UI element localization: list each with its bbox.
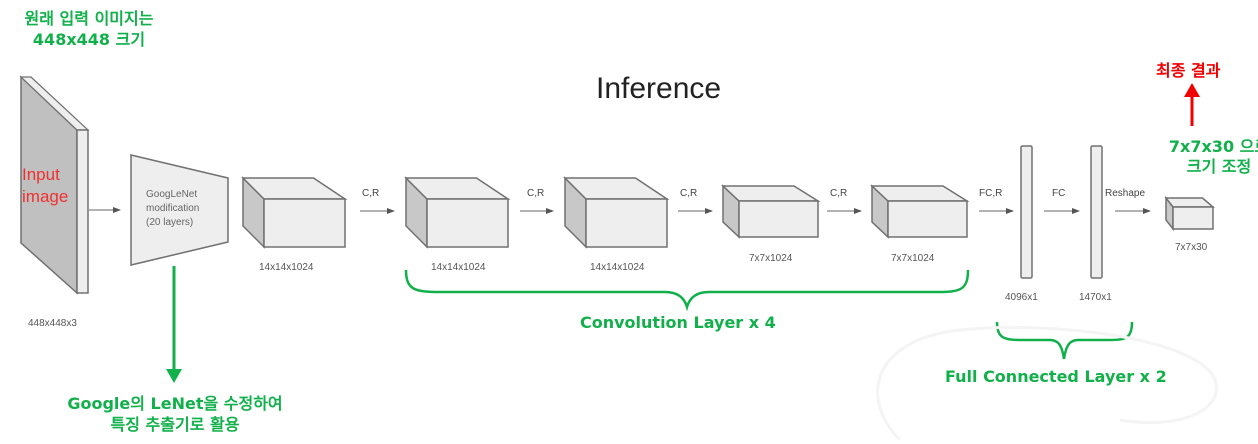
fc-group-brace (995, 321, 1134, 360)
box-feat (241, 176, 348, 249)
box-out (1164, 195, 1216, 232)
layer-dims-conv2: 14x14x1024 (590, 262, 645, 273)
final-result-label: 최종 결과 (1156, 61, 1221, 80)
op-label-5: FC,R (979, 188, 1003, 199)
box-conv4 (870, 184, 970, 239)
input-size-note-line2: 448x448 크기 (32, 30, 146, 49)
watermark (876, 325, 1218, 442)
fc2-layer-bar (1090, 145, 1103, 279)
fc1-layer-bar (1020, 145, 1033, 279)
layer-dims-feat: 14x14x1024 (259, 262, 314, 273)
input-image-label-line1: Input (22, 165, 60, 184)
reshape-note-line2: 크기 조정 (1186, 157, 1252, 176)
op-label-7: Reshape (1105, 188, 1146, 199)
box-conv2 (563, 176, 670, 249)
fc-group-label: Full Connected Layer x 2 (945, 367, 1167, 386)
layer-dims-fc1: 4096x1 (1005, 292, 1038, 303)
op-label-4: C,R (830, 188, 848, 199)
googlenet-note-line2: 특징 추출기로 활용 (110, 415, 240, 434)
box-conv3 (721, 184, 821, 239)
reshape-note-line1: 7x7x30 으로 (1168, 137, 1258, 156)
input-image-label: Input image (22, 164, 68, 208)
box-conv1 (404, 176, 511, 249)
layer-dims-conv1: 14x14x1024 (431, 262, 486, 273)
layer-dims-conv4: 7x7x1024 (891, 253, 935, 264)
googlenet-note: Google의 LeNet을 수정하여 특징 추출기로 활용 (40, 393, 310, 435)
layer-dims-fc2: 1470x1 (1079, 292, 1112, 303)
input-image-block (19, 75, 90, 295)
input-image-label-line2: image (22, 187, 69, 206)
googlenet-label: GoogLeNet modification (20 layers) (146, 188, 199, 230)
op-label-1: C,R (362, 188, 380, 199)
reshape-note: 7x7x30 으로 크기 조정 (1163, 137, 1258, 177)
input-size-note: 원래 입력 이미지는 448x448 크기 (18, 8, 160, 50)
op-label-3: C,R (680, 188, 698, 199)
googlenet-note-line1: Google의 LeNet을 수정하여 (67, 394, 283, 413)
googlenet-label-line2: modification (146, 203, 200, 214)
conv-group-label: Convolution Layer x 4 (580, 313, 776, 332)
diagram-title: Inference (596, 72, 722, 105)
final-result-arrow (1184, 83, 1200, 126)
conv-group-brace (404, 269, 970, 312)
op-label-6: FC (1052, 188, 1066, 199)
googlenet-block (130, 154, 229, 266)
googlenet-annotation-arrow (166, 266, 182, 383)
googlenet-label-line1: GoogLeNet (146, 189, 198, 200)
googlenet-label-line3: (20 layers) (146, 217, 194, 228)
input-dims: 448x448x3 (28, 318, 77, 329)
op-label-2: C,R (527, 188, 545, 199)
input-size-note-line1: 원래 입력 이미지는 (24, 9, 154, 28)
layer-dims-out: 7x7x30 (1175, 242, 1208, 253)
layer-dims-conv3: 7x7x1024 (749, 253, 793, 264)
